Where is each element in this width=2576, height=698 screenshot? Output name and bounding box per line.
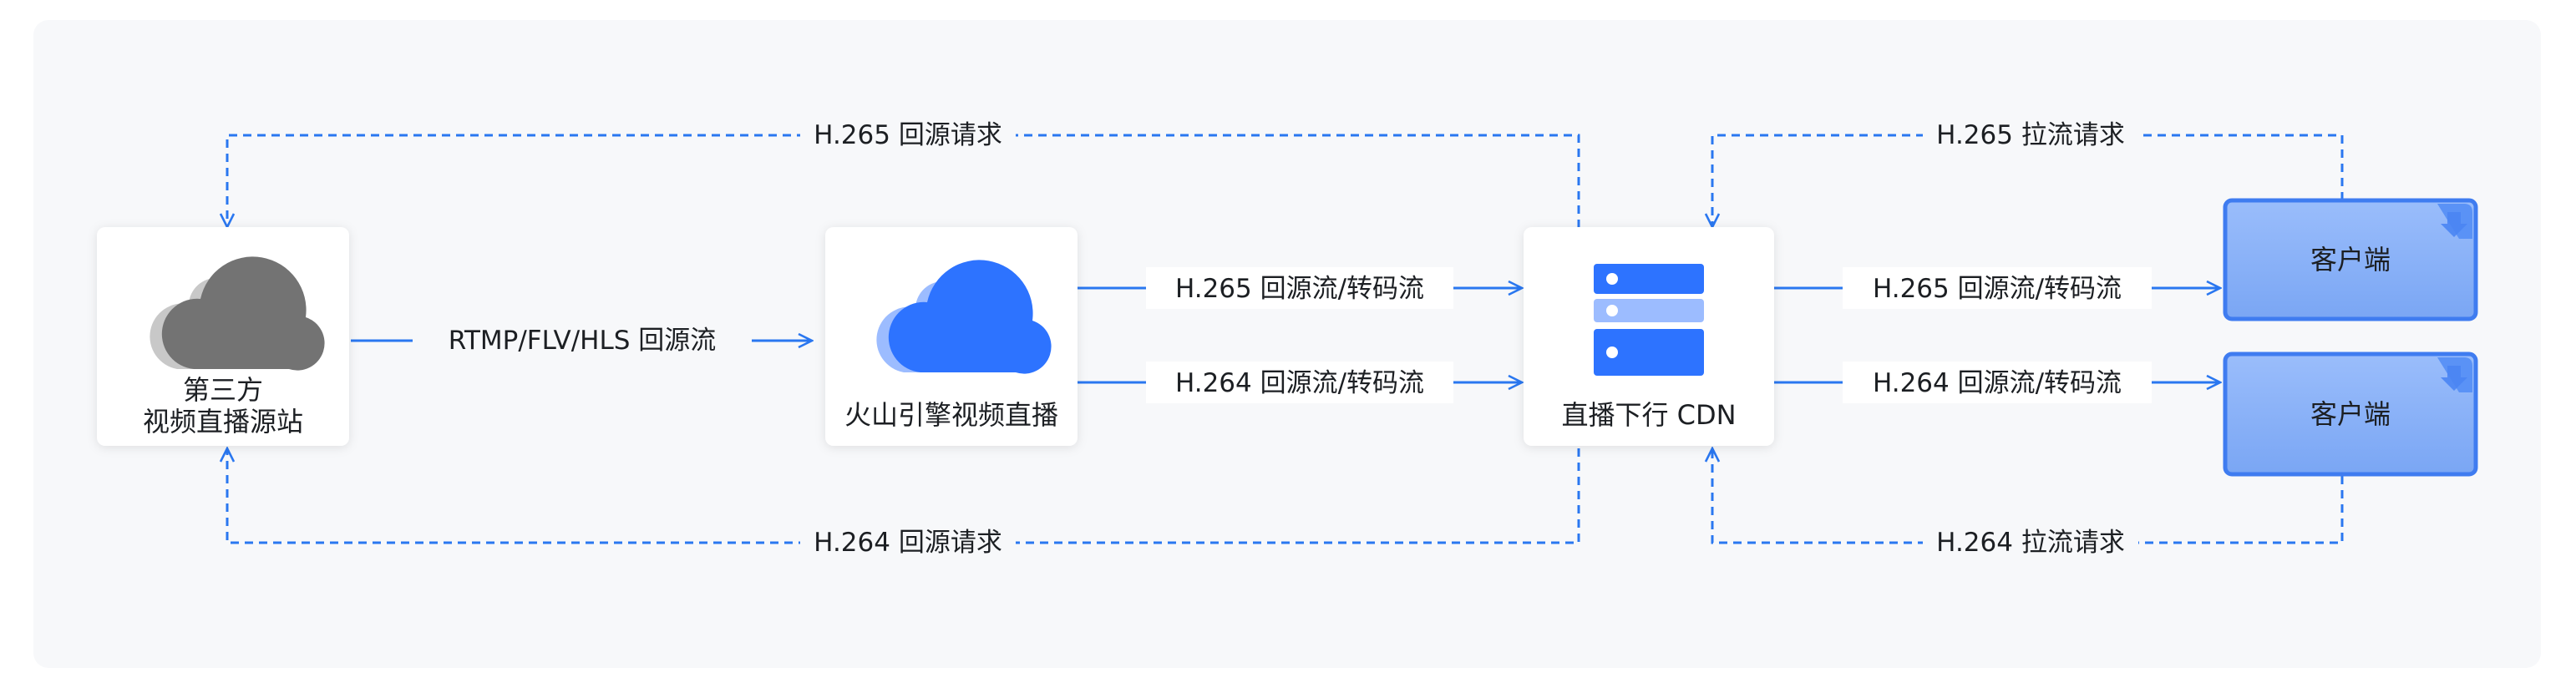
dashed-path-labels: H.265 回源请求 H.264 回源请求 H.265 拉流请求 H.264 拉… [800, 117, 2138, 561]
client-bottom-node: 客户端 [2223, 352, 2478, 477]
h265-transcode-left-label: H.265 回源流/转码流 [1175, 274, 1424, 304]
live-cdn-node: 直播下行 CDN [1524, 227, 1774, 446]
h265-pull-request-path [1712, 134, 2344, 227]
h264-transcode-right-label: H.264 回源流/转码流 [1873, 368, 2122, 398]
server-stack-icon [1594, 264, 1704, 376]
cloud-icon [150, 256, 325, 371]
client-bottom-label: 客户端 [2310, 398, 2391, 430]
volcengine-live-node: 火山引擎视频直播 [825, 227, 1078, 446]
h264-pull-request-path [1712, 448, 2344, 544]
h264-pull-request-label: H.264 拉流请求 [1936, 528, 2125, 558]
third-party-origin-label-line2: 视频直播源站 [143, 406, 303, 438]
h265-pull-request-label: H.265 拉流请求 [1936, 120, 2125, 150]
client-top-label: 客户端 [2310, 244, 2391, 276]
solid-arrow-labels: RTMP/FLV/HLS 回源流 H.265 回源流/转码流 H.264 回源流… [413, 267, 2152, 403]
origin-pull-stream-label: RTMP/FLV/HLS 回源流 [449, 326, 717, 356]
h265-transcode-right-label: H.265 回源流/转码流 [1873, 274, 2122, 304]
cloud-icon [876, 260, 1052, 374]
third-party-origin-node: 第三方 视频直播源站 [97, 227, 349, 446]
background-panel [33, 20, 2541, 668]
live-cdn-label: 直播下行 CDN [1561, 399, 1736, 431]
h264-origin-request-label: H.264 回源请求 [814, 528, 1002, 558]
third-party-origin-label-line1: 第三方 [183, 374, 263, 406]
volcengine-live-label: 火山引擎视频直播 [844, 399, 1058, 431]
h264-transcode-left-label: H.264 回源流/转码流 [1175, 368, 1424, 398]
client-top-node: 客户端 [2223, 198, 2478, 321]
h265-origin-request-label: H.265 回源请求 [814, 120, 1002, 150]
